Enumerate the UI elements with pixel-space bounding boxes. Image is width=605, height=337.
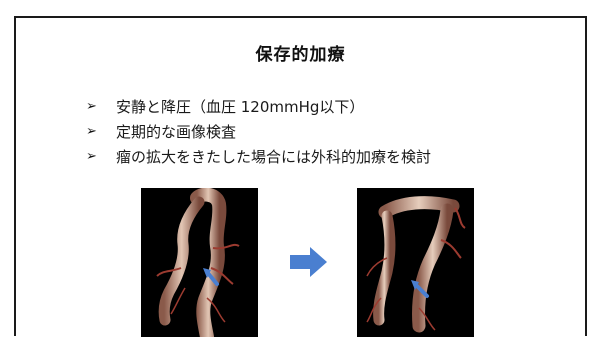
bullet-text: 定期的な画像検査 xyxy=(116,123,237,141)
ct-scan-after-image xyxy=(357,188,474,337)
bullet-arrow-icon: ➢ xyxy=(86,149,97,164)
slide: 保存的加療 ➢ 安静と降圧（血圧 120mmHg以下） ➢ 定期的な画像検査 ➢… xyxy=(14,16,587,337)
bullet-list: ➢ 安静と降圧（血圧 120mmHg以下） ➢ 定期的な画像検査 ➢ 瘤の拡大を… xyxy=(86,94,431,169)
ct-scan-before-image xyxy=(141,188,258,337)
right-arrow-icon xyxy=(290,246,328,282)
list-item: ➢ 安静と降圧（血圧 120mmHg以下） xyxy=(86,94,431,119)
bullet-arrow-icon: ➢ xyxy=(86,99,97,114)
bullet-text: 瘤の拡大をきたした場合には外科的加療を検討 xyxy=(116,148,432,166)
slide-title: 保存的加療 xyxy=(255,45,346,65)
bullet-arrow-icon: ➢ xyxy=(86,124,97,139)
list-item: ➢ 瘤の拡大をきたした場合には外科的加療を検討 xyxy=(86,144,431,169)
list-item: ➢ 定期的な画像検査 xyxy=(86,119,431,144)
bullet-text: 安静と降圧（血圧 120mmHg以下） xyxy=(116,98,365,116)
